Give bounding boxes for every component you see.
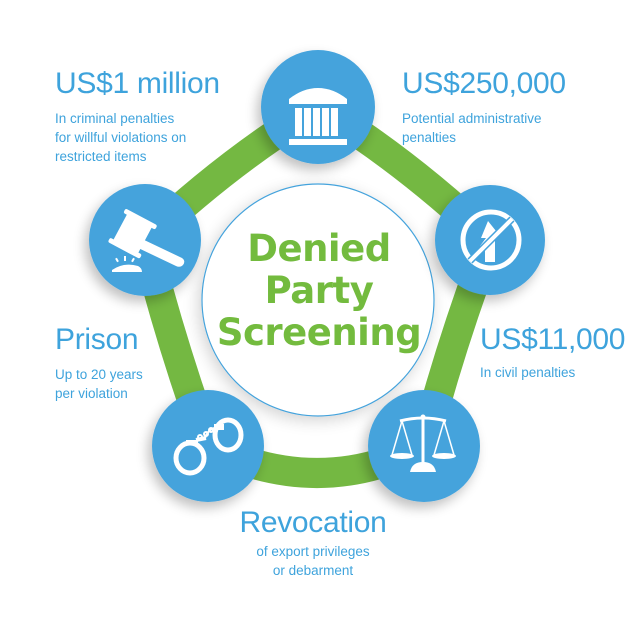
courthouse-icon [289,88,347,145]
no-upward-arrow-icon [460,209,522,271]
title-line-1: Denied [247,227,391,270]
label-administrative-penalties: US$250,000 Potential administrative pena… [402,67,566,147]
scales-of-justice-icon [390,414,456,472]
label-criminal-penalties: US$1 million In criminal penalties for w… [55,67,220,166]
criminal-penalty-amount: US$1 million [55,67,220,100]
criminal-penalty-description: In criminal penalties for willful violat… [55,111,187,164]
title-line-2: Party [264,269,374,312]
center-title: Denied Party Screening [203,228,435,354]
label-civil-penalties: US$11,000 In civil penalties [480,323,626,382]
title-line-3: Screening [216,311,422,354]
label-revocation: Revocation of export privileges or debar… [218,506,408,580]
prison-heading: Prison [55,323,139,356]
label-prison: Prison Up to 20 years per violation [55,323,143,403]
gavel-icon [108,209,185,272]
node-top [261,50,375,164]
revocation-heading: Revocation [239,506,387,539]
handcuffs-icon [173,417,244,476]
center-circle [201,183,435,417]
revocation-description: of export privileges or debarment [256,544,370,578]
prison-description: Up to 20 years per violation [55,367,143,401]
administrative-penalty-description: Potential administrative penalties [402,111,542,145]
node-bottom-left [152,390,264,502]
civil-penalty-amount: US$11,000 [480,323,626,356]
civil-penalty-description: In civil penalties [480,365,576,380]
administrative-penalty-amount: US$250,000 [402,67,566,100]
